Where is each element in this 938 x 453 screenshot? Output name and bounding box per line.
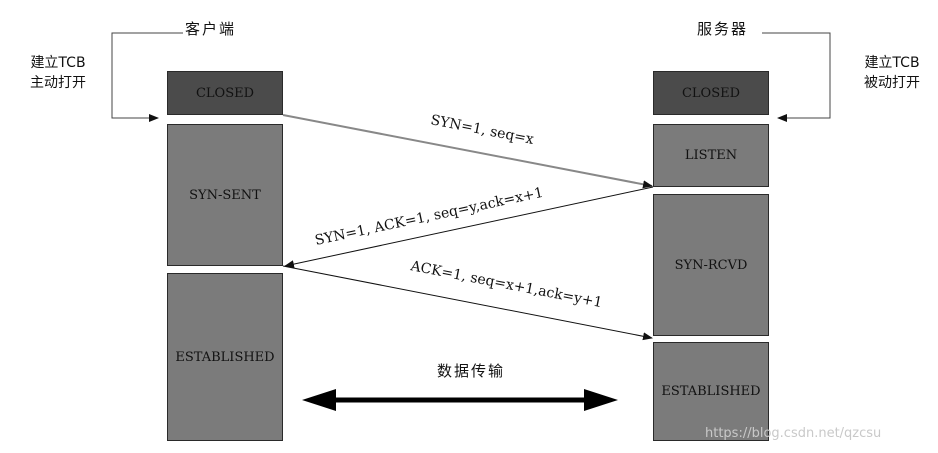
syn-ack-arrow [284,186,654,269]
server-title: 服务器 [697,20,749,38]
syn-label: SYN=1, seq=x [429,112,535,148]
ack-arrow [282,265,653,341]
syn-arrow [282,114,653,189]
client-open-note: 建立TCB 主动打开 [30,55,86,91]
server-state-established: ESTABLISHED [653,342,769,441]
watermark: https://blog.csdn.net/qzcsu [705,426,882,441]
data-transfer-arrowhead-right [584,389,618,411]
client-open-bracket [111,32,183,122]
data-transfer-label: 数据传输 [437,362,506,380]
syn-ack-label: SYN=1, ACK=1, seq=y,ack=x+1 [314,185,545,249]
client-title: 客户端 [185,20,237,38]
server-open-bracket [762,32,831,122]
data-transfer-arrowhead-left [302,389,336,411]
server-state-listen: LISTEN [653,124,769,187]
ack-label: ACK=1, seq=x+1,ack=y+1 [408,258,603,311]
client-state-closed: CLOSED [167,71,283,115]
server-state-closed: CLOSED [653,71,769,115]
server-open-note: 建立TCB 被动打开 [864,55,920,91]
client-state-syn-sent: SYN-SENT [167,124,283,266]
server-state-syn-rcvd: SYN-RCVD [653,194,769,336]
client-state-established: ESTABLISHED [167,273,283,441]
